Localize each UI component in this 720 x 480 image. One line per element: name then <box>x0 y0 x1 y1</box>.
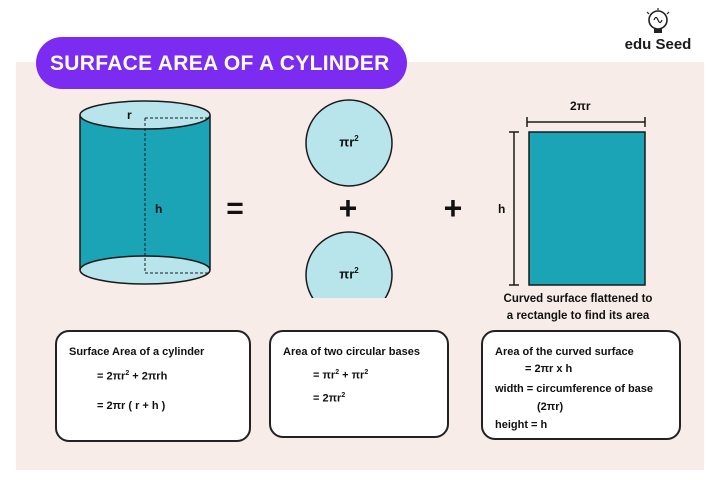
formula-line: width = circumference of base <box>495 383 654 395</box>
card-title: Area of the curved surface <box>495 346 634 358</box>
rectangle-caption: Curved surface flattened to a rectangle … <box>503 293 653 322</box>
equals-sign: = <box>226 192 244 225</box>
plus-sign: + <box>338 190 358 226</box>
rectangle-diagram <box>509 117 646 286</box>
card-title: Area of two circular bases <box>283 346 420 358</box>
rectangle-width-label: 2πr <box>570 99 591 113</box>
formula-line: = πr2 + πr2 <box>313 369 369 382</box>
bottom-circle <box>305 231 393 298</box>
cylinder-diagram <box>79 100 211 285</box>
formula-line: = 2πr ( r + h ) <box>97 400 166 412</box>
rectangle-height-label: h <box>498 202 506 216</box>
card-curved-surface: Area of the curved surface = 2πr x h wid… <box>481 330 681 440</box>
formula-line: (2πr) <box>537 401 564 413</box>
top-circle <box>305 99 393 187</box>
formula-line: = 2πr x h <box>525 363 573 375</box>
formula-line: = 2πr2 <box>313 392 346 405</box>
card-title: Surface Area of a cylinder <box>69 346 205 358</box>
plus-sign: + <box>443 190 463 226</box>
flattened-rectangle <box>528 131 646 286</box>
formula-line: height = h <box>495 419 548 431</box>
logo: edu Seed <box>612 8 704 54</box>
bottom-circle-label: πr2 <box>339 266 359 282</box>
radius-label: r <box>127 108 132 122</box>
page-title: SURFACE AREA OF A CYLINDER <box>50 52 390 75</box>
title-banner <box>36 37 407 89</box>
formula-line: = 2πr2 + 2πrh <box>97 370 168 383</box>
logo-text: edu Seed <box>624 36 692 53</box>
card-total-surface-area: Surface Area of a cylinder = 2πr2 + 2πrh… <box>55 330 251 442</box>
lightbulb-brain-icon <box>646 8 670 33</box>
top-circle-label: πr2 <box>339 134 359 150</box>
height-label: h <box>155 202 163 216</box>
circular-bases <box>305 99 393 298</box>
card-circular-bases: Area of two circular bases = πr2 + πr2 =… <box>269 330 449 438</box>
